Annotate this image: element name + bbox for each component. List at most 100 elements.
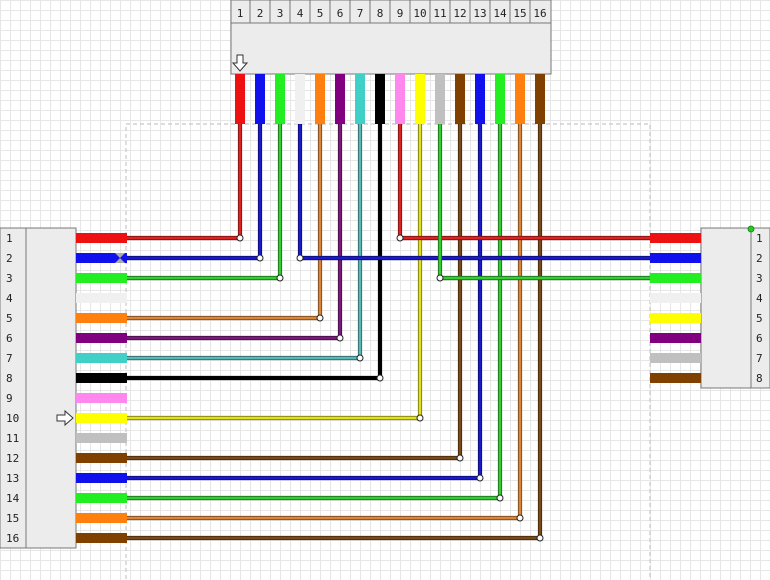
wire-junction[interactable] <box>536 534 544 542</box>
right-pin-stub[interactable] <box>650 253 701 263</box>
left-pin-stub[interactable] <box>76 513 127 523</box>
left-pin-stub[interactable] <box>76 253 127 263</box>
top-pin-stub[interactable] <box>235 74 245 124</box>
top-pin-dividers <box>249 0 531 23</box>
right-pin-stub[interactable] <box>650 313 701 323</box>
wire-outline <box>127 124 463 461</box>
wire[interactable] <box>127 124 422 420</box>
wire-junction[interactable] <box>496 494 504 502</box>
wire[interactable] <box>398 124 650 240</box>
wire-junction[interactable] <box>476 474 484 482</box>
right-connector-body[interactable] <box>700 227 770 389</box>
wire-junction[interactable] <box>516 514 524 522</box>
left-pin-stub[interactable] <box>76 533 127 543</box>
top-pin-label: 15 <box>513 7 526 20</box>
top-pin-stub[interactable] <box>435 74 445 124</box>
right-pin-label: 3 <box>756 272 763 285</box>
wire-outline <box>127 124 283 281</box>
top-pin-stub[interactable] <box>395 74 405 124</box>
left-pin-label: 13 <box>6 472 19 485</box>
left-pin-label: 11 <box>6 432 19 445</box>
connector-anchor-dot[interactable] <box>747 225 755 233</box>
left-pin-stub[interactable] <box>76 273 127 283</box>
wire-junction[interactable] <box>336 334 344 342</box>
wire-junction[interactable] <box>436 274 444 282</box>
top-pin-stub[interactable] <box>455 74 465 124</box>
left-pin-stub[interactable] <box>76 293 127 303</box>
wire-outline <box>397 124 650 241</box>
left-pin-stub[interactable] <box>76 453 127 463</box>
left-pin-stub[interactable] <box>76 353 127 363</box>
wire-junction[interactable] <box>316 314 324 322</box>
top-pin-stub[interactable] <box>335 74 345 124</box>
wire[interactable] <box>127 124 362 360</box>
top-pin-stub[interactable] <box>495 74 505 124</box>
top-pin-stub[interactable] <box>515 74 525 124</box>
top-pin-stub[interactable] <box>415 74 425 124</box>
wire-junction[interactable] <box>416 414 424 422</box>
right-pin-stub[interactable] <box>650 373 701 383</box>
wire[interactable] <box>438 124 650 280</box>
wire-outline <box>437 124 650 281</box>
wire[interactable] <box>127 124 462 460</box>
top-pin-stub[interactable] <box>355 74 365 124</box>
left-pin-stub[interactable] <box>76 373 127 383</box>
left-pin-label: 6 <box>6 332 13 345</box>
right-pin-stub[interactable] <box>650 273 701 283</box>
left-pin-label: 16 <box>6 532 19 545</box>
left-pin-stub[interactable] <box>76 473 127 483</box>
wire[interactable] <box>127 124 342 340</box>
wire-junction[interactable] <box>456 454 464 462</box>
left-connector-body[interactable] <box>0 227 77 549</box>
wire[interactable] <box>127 124 282 280</box>
top-pin-label: 1 <box>237 7 244 20</box>
wire[interactable] <box>127 124 482 480</box>
wire-junction[interactable] <box>376 374 384 382</box>
right-pin-stub[interactable] <box>650 233 701 243</box>
pin-stub-layer <box>76 74 701 543</box>
wire-junction[interactable] <box>296 254 304 262</box>
top-pin-stub[interactable] <box>375 74 385 124</box>
wire-junction[interactable] <box>276 274 284 282</box>
left-pin-stub[interactable] <box>76 493 127 503</box>
left-pin-stub[interactable] <box>76 393 127 403</box>
top-pin-label: 12 <box>453 7 466 20</box>
wire[interactable] <box>127 124 242 240</box>
right-pin-stub[interactable] <box>650 293 701 303</box>
top-pin-stub[interactable] <box>475 74 485 124</box>
left-pin-stub[interactable] <box>76 313 127 323</box>
wire[interactable] <box>127 124 502 500</box>
top-pin-label: 8 <box>377 7 384 20</box>
left-pin-label: 9 <box>6 392 13 405</box>
left-pin-label: 3 <box>6 272 13 285</box>
top-pin-label: 2 <box>257 7 264 20</box>
harness-boundary <box>125 123 651 580</box>
left-pin-stub[interactable] <box>76 433 127 443</box>
right-pin-label: 7 <box>756 352 763 365</box>
wire-junction[interactable] <box>236 234 244 242</box>
top-pin-stub[interactable] <box>255 74 265 124</box>
top-connector-body[interactable] <box>230 0 552 75</box>
top-pin-label: 10 <box>413 7 426 20</box>
wire-junction[interactable] <box>356 354 364 362</box>
left-pin-stub[interactable] <box>76 333 127 343</box>
wire[interactable] <box>127 124 322 320</box>
wire-junction[interactable] <box>256 254 264 262</box>
top-pin-stub[interactable] <box>535 74 545 124</box>
right-pin-stub[interactable] <box>650 353 701 363</box>
right-pin-stub[interactable] <box>650 333 701 343</box>
top-pin-stub[interactable] <box>295 74 305 124</box>
top-pin-stub[interactable] <box>315 74 325 124</box>
top-pin-label: 14 <box>493 7 507 20</box>
left-pin-stub[interactable] <box>76 413 127 423</box>
top-pin-stub[interactable] <box>275 74 285 124</box>
left-pin-stub[interactable] <box>76 233 127 243</box>
top-pin-label: 7 <box>357 7 364 20</box>
wire-marker-icon <box>115 253 125 263</box>
wire-junction[interactable] <box>396 234 404 242</box>
